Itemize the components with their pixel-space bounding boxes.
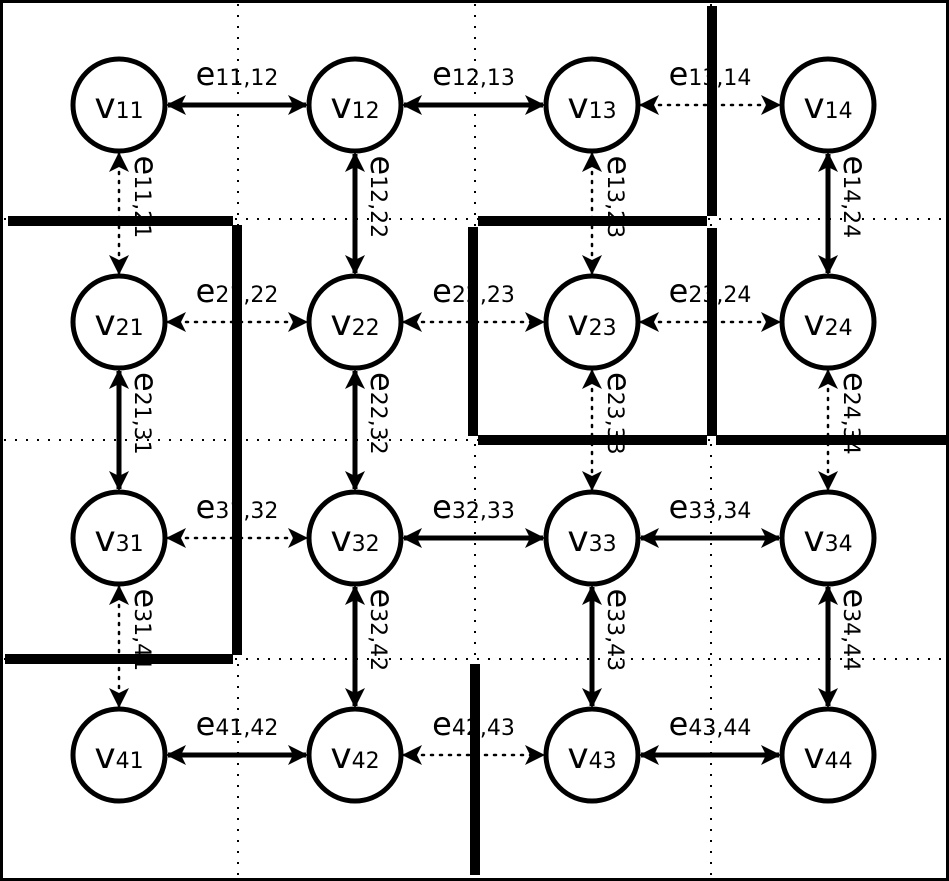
edge-label-21-22: e21,22 xyxy=(196,272,279,310)
node-label: v12 xyxy=(330,86,379,127)
edge-label-13-23: e13,23 xyxy=(600,156,638,239)
edge-label-24-34: e24,34 xyxy=(836,372,874,455)
node-label: v23 xyxy=(567,303,616,344)
node-circle xyxy=(543,273,641,371)
edge-label-42-43: e42,43 xyxy=(432,705,515,743)
partition-walls xyxy=(5,6,946,875)
node-v32: v32 xyxy=(306,489,404,587)
node-label: v11 xyxy=(94,86,143,127)
node-circle xyxy=(306,489,404,587)
edge-label-11-21: e11,21 xyxy=(127,156,165,239)
edge-label-12-13: e12,13 xyxy=(432,55,515,93)
node-label: v14 xyxy=(803,86,852,127)
node-v13: v13 xyxy=(543,56,641,154)
node-circle xyxy=(70,273,168,371)
node-label: v13 xyxy=(567,86,616,127)
node-v42: v42 xyxy=(306,706,404,804)
edge-label-41-42: e41,42 xyxy=(196,705,279,743)
node-circle xyxy=(543,706,641,804)
node-circle xyxy=(543,56,641,154)
node-v23: v23 xyxy=(543,273,641,371)
node-v12: v12 xyxy=(306,56,404,154)
node-label: v31 xyxy=(94,519,143,560)
nodes: v11 v12 v13 v14 v21 v22 v23 v24 v31 v32 v33 v34 v41 v… xyxy=(70,56,877,804)
node-circle xyxy=(306,706,404,804)
node-circle xyxy=(779,56,877,154)
node-v22: v22 xyxy=(306,273,404,371)
edge-label-23-24: e23,24 xyxy=(669,272,752,310)
node-label: v22 xyxy=(330,303,379,344)
edge-label-43-44: e43,44 xyxy=(669,705,752,743)
node-circle xyxy=(70,706,168,804)
node-v43: v43 xyxy=(543,706,641,804)
edge-label-33-43: e33,43 xyxy=(600,589,638,672)
node-v11: v11 xyxy=(70,56,168,154)
edge-label-32-42: e32,42 xyxy=(363,589,401,672)
node-circle xyxy=(306,56,404,154)
edge-label-13-14: e13,14 xyxy=(669,55,752,93)
node-v34: v34 xyxy=(779,489,877,587)
node-label: v42 xyxy=(330,736,379,777)
edge-label-21-31: e21,31 xyxy=(127,372,165,455)
node-label: v33 xyxy=(567,519,616,560)
edge-label-31-41: e31,41 xyxy=(127,589,165,672)
node-label: v34 xyxy=(803,519,852,560)
edge-label-34-44: e34,44 xyxy=(836,589,874,672)
edge-label-12-22: e12,22 xyxy=(363,156,401,239)
edge-label-11-12: e11,12 xyxy=(196,55,279,93)
node-v14: v14 xyxy=(779,56,877,154)
edge-label-22-32: e22,32 xyxy=(363,372,401,455)
edge-labels: e11,12 e12,13 e13,14 e21,22 e22,23 e23,24 e31,… xyxy=(127,55,874,743)
node-label: v24 xyxy=(803,303,852,344)
node-label: v21 xyxy=(94,303,143,344)
node-v41: v41 xyxy=(70,706,168,804)
node-label: v41 xyxy=(94,736,143,777)
node-circle xyxy=(543,489,641,587)
node-v33: v33 xyxy=(543,489,641,587)
edge-label-33-34: e33,34 xyxy=(669,488,752,526)
node-label: v32 xyxy=(330,519,379,560)
node-circle xyxy=(779,706,877,804)
node-circle xyxy=(779,273,877,371)
node-circle xyxy=(70,489,168,587)
node-circle xyxy=(779,489,877,587)
node-label: v44 xyxy=(803,736,852,777)
edge-label-32-33: e32,33 xyxy=(432,488,515,526)
edges xyxy=(109,95,838,765)
edge-label-31-32: e31,32 xyxy=(196,488,279,526)
edge-label-14-24: e14,24 xyxy=(836,156,874,239)
node-v21: v21 xyxy=(70,273,168,371)
node-circle xyxy=(70,56,168,154)
node-v44: v44 xyxy=(779,706,877,804)
node-v31: v31 xyxy=(70,489,168,587)
edge-label-23-33: e23,33 xyxy=(600,372,638,455)
edge-label-22-23: e22,23 xyxy=(432,272,515,310)
node-v24: v24 xyxy=(779,273,877,371)
node-circle xyxy=(306,273,404,371)
node-label: v43 xyxy=(567,736,616,777)
